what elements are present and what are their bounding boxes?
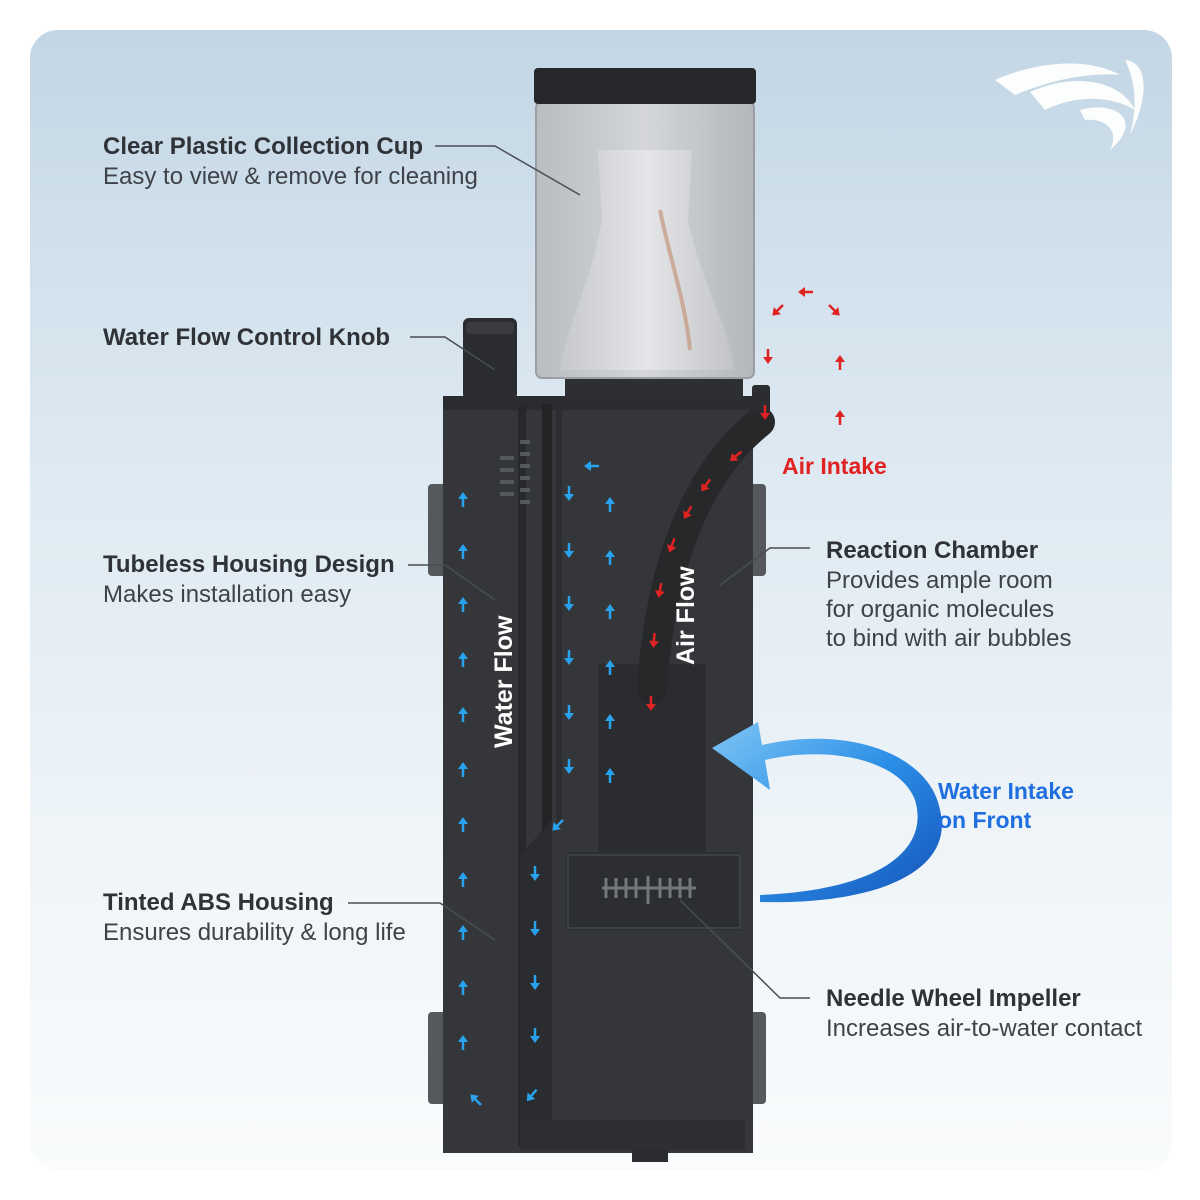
label-collection-cup: Clear Plastic Collection Cup Easy to vie… bbox=[103, 132, 478, 191]
water-flow-arrow-icon bbox=[458, 925, 468, 940]
water-flow-arrow-icon bbox=[458, 762, 468, 777]
reaction-desc-line-2: for organic molecules bbox=[826, 596, 1055, 623]
air-flow-arrow-icon bbox=[828, 304, 840, 316]
air-flow-arrow-icon bbox=[772, 304, 784, 316]
reaction-desc-line-1: Provides ample room bbox=[826, 567, 1053, 594]
reaction-title: Reaction Chamber bbox=[826, 537, 1039, 564]
water-intake-arrow bbox=[712, 722, 942, 903]
water-flow-arrow-icon bbox=[564, 705, 574, 720]
air-flow-arrow-icon bbox=[646, 696, 656, 711]
water-intake-label: Water Intake on Front bbox=[938, 777, 1074, 835]
water-flow-arrow-icon bbox=[605, 768, 615, 783]
water-flow-arrow-icon bbox=[530, 975, 540, 990]
water-flow-arrow-icon bbox=[458, 1035, 468, 1050]
air-flow-arrow-icon bbox=[763, 349, 773, 364]
water-flow-arrow-icon bbox=[605, 550, 615, 565]
collection-cup bbox=[534, 68, 756, 400]
water-flow-arrow-icon bbox=[526, 1088, 538, 1102]
water-flow-arrow-icon bbox=[564, 596, 574, 611]
air-flow-arrow-icon bbox=[835, 410, 845, 425]
water-flow-arrow-icon bbox=[584, 461, 599, 471]
water-flow-arrow-icon bbox=[530, 921, 540, 936]
impeller-desc: Increases air-to-water contact bbox=[826, 1015, 1143, 1042]
water-flow-arrow-icon bbox=[605, 714, 615, 729]
water-intake-line-2: on Front bbox=[938, 807, 1032, 833]
air-flow-arrow-icon bbox=[654, 582, 665, 598]
tinted-desc: Ensures durability & long life bbox=[103, 919, 406, 946]
needle-wheel-impeller bbox=[602, 876, 696, 904]
label-tubeless: Tubeless Housing Design Makes installati… bbox=[103, 550, 395, 609]
water-flow-arrow-icon bbox=[470, 1094, 482, 1106]
tinted-title: Tinted ABS Housing bbox=[103, 889, 334, 916]
label-reaction-chamber: Reaction Chamber Provides ample room for… bbox=[826, 536, 1071, 653]
flow-arrows bbox=[458, 287, 845, 1106]
air-flow-arrow-icon bbox=[666, 537, 677, 553]
water-flow-arrow-icon bbox=[530, 866, 540, 881]
air-flow-arrow-icon bbox=[648, 632, 659, 648]
water-flow-arrow-icon bbox=[564, 650, 574, 665]
water-flow-arrow-icon bbox=[458, 652, 468, 667]
impeller-title: Needle Wheel Impeller bbox=[826, 985, 1081, 1012]
air-flow-arrow-icon bbox=[729, 450, 743, 462]
flow-knob-title: Water Flow Control Knob bbox=[103, 324, 391, 351]
label-tinted-housing: Tinted ABS Housing Ensures durability & … bbox=[103, 888, 406, 947]
water-flow-arrow-icon bbox=[458, 872, 468, 887]
tubeless-title: Tubeless Housing Design bbox=[103, 551, 395, 578]
collection-cup-title: Clear Plastic Collection Cup bbox=[103, 133, 424, 160]
water-flow-label: Water Flow bbox=[490, 615, 518, 748]
air-flow-arrow-icon bbox=[683, 505, 693, 519]
water-flow-arrow-icon bbox=[605, 660, 615, 675]
water-flow-arrow-icon bbox=[530, 1028, 540, 1043]
water-flow-arrow-icon bbox=[458, 817, 468, 832]
water-flow-arrow-icon bbox=[458, 544, 468, 559]
reaction-desc-line-3: to bind with air bubbles bbox=[826, 625, 1072, 652]
water-flow-arrow-icon bbox=[564, 486, 574, 501]
water-intake-line-1: Water Intake bbox=[938, 778, 1074, 804]
water-flow-arrow-icon bbox=[458, 980, 468, 995]
tubeless-desc: Makes installation easy bbox=[103, 581, 352, 608]
leader-lines bbox=[348, 145, 810, 999]
water-flow-arrow-icon bbox=[605, 497, 615, 512]
water-flow-arrow-icon bbox=[458, 492, 468, 507]
wave-wing-logo-icon bbox=[995, 60, 1144, 150]
label-impeller: Needle Wheel Impeller Increases air-to-w… bbox=[826, 984, 1142, 1043]
air-flow-label: Air Flow bbox=[672, 566, 700, 665]
water-flow-arrow-icon bbox=[458, 707, 468, 722]
air-intake-label: Air Intake bbox=[782, 453, 887, 479]
air-flow-arrow-icon bbox=[760, 405, 770, 420]
air-flow-arrow-icon bbox=[798, 287, 813, 297]
label-flow-knob: Water Flow Control Knob bbox=[103, 323, 390, 353]
collection-cup-desc: Easy to view & remove for cleaning bbox=[103, 163, 478, 190]
water-flow-arrow-icon bbox=[458, 597, 468, 612]
tinted-abs-housing bbox=[443, 396, 753, 1162]
water-flow-arrow-icon bbox=[564, 543, 574, 558]
air-flow-arrow-icon bbox=[701, 478, 712, 492]
water-flow-arrow-icon bbox=[552, 819, 564, 831]
water-flow-control-knob bbox=[463, 318, 517, 400]
water-flow-arrow-icon bbox=[564, 759, 574, 774]
water-flow-arrow-icon bbox=[605, 604, 615, 619]
air-flow-arrow-icon bbox=[835, 355, 845, 370]
